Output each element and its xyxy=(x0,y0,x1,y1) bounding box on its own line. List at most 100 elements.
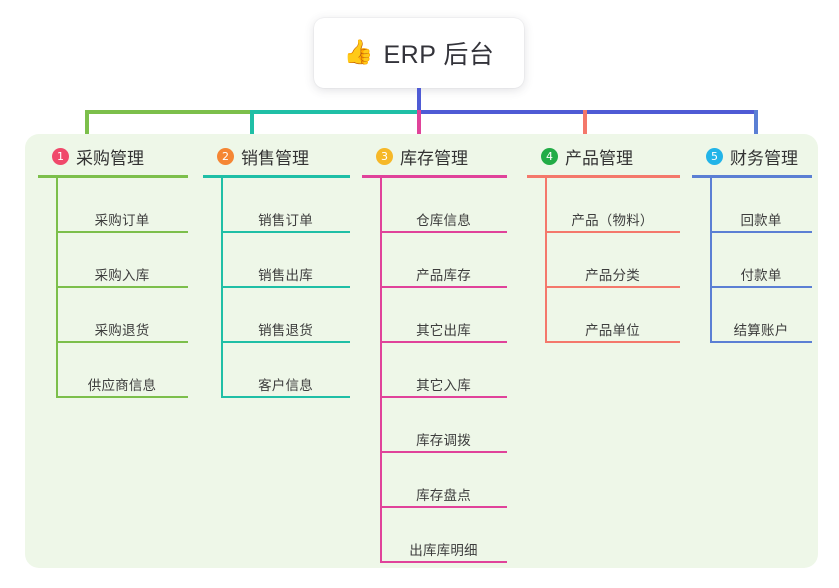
leaf-item[interactable]: 采购订单 xyxy=(56,178,188,233)
column-title-3: 库存管理 xyxy=(400,148,468,168)
leaf-item[interactable]: 采购入库 xyxy=(56,233,188,288)
leaf-item-label: 结算账户 xyxy=(733,323,789,338)
leaf-item[interactable]: 库存调拨 xyxy=(380,398,507,453)
column-rule-4 xyxy=(527,175,680,178)
leaf-item[interactable]: 销售退货 xyxy=(221,288,350,343)
leaf-item-rule xyxy=(545,341,680,343)
leaf-item-rule xyxy=(380,396,507,398)
column-3: 3 库存管理仓库信息产品库存其它出库其它入库库存调拨库存盘点出库库明细 xyxy=(362,142,507,563)
bus-segment-1 xyxy=(85,110,252,114)
column-rule-3 xyxy=(362,175,507,178)
column-rail-4 xyxy=(545,178,547,343)
column-rail-1 xyxy=(56,178,58,398)
thumbs-up-icon: 👍 xyxy=(343,39,374,66)
leaf-item[interactable]: 回款单 xyxy=(710,178,812,233)
leaf-item-label: 回款单 xyxy=(740,213,782,228)
leaf-item-rule xyxy=(56,231,188,233)
column-title-5: 财务管理 xyxy=(730,148,798,168)
column-header-2[interactable]: 2 销售管理 xyxy=(203,142,350,170)
leaf-item[interactable]: 销售订单 xyxy=(221,178,350,233)
leaf-item[interactable]: 销售出库 xyxy=(221,233,350,288)
column-badge-4: 4 xyxy=(541,147,558,165)
leaf-item-rule xyxy=(545,231,680,233)
leaf-item-label: 产品（物料） xyxy=(571,213,654,228)
leaf-item-label: 采购退货 xyxy=(94,323,150,338)
column-rule-2 xyxy=(203,175,350,178)
leaf-item-rule xyxy=(221,231,350,233)
column-stub-5 xyxy=(754,110,758,146)
diagram-panel xyxy=(25,134,818,568)
leaf-item[interactable]: 付款单 xyxy=(710,233,812,288)
leaf-item[interactable]: 库存盘点 xyxy=(380,453,507,508)
leaf-item-label: 出库库明细 xyxy=(409,543,478,558)
column-badge-1: 1 xyxy=(52,147,69,165)
column-title-2: 销售管理 xyxy=(241,148,309,168)
leaf-item-label: 采购入库 xyxy=(94,268,150,283)
leaf-item-label: 供应商信息 xyxy=(87,378,157,393)
column-stub-4 xyxy=(583,110,587,146)
column-rail-2 xyxy=(221,178,223,398)
leaf-item-rule xyxy=(221,286,350,288)
column-header-4[interactable]: 4 产品管理 xyxy=(527,142,680,170)
leaf-item-rule xyxy=(221,396,350,398)
leaf-item-label: 付款单 xyxy=(740,268,782,283)
leaf-item-label: 其它出库 xyxy=(416,323,471,338)
leaf-item-rule xyxy=(56,341,188,343)
leaf-item-rule xyxy=(221,341,350,343)
leaf-item[interactable]: 供应商信息 xyxy=(56,343,188,398)
leaf-item-rule xyxy=(380,451,507,453)
column-badge-3: 3 xyxy=(376,147,393,165)
column-rule-1 xyxy=(38,175,188,178)
column-badge-2: 2 xyxy=(217,147,234,165)
column-body-2: 销售订单销售出库销售退货客户信息 xyxy=(203,178,350,398)
column-rule-5 xyxy=(692,175,812,178)
leaf-item[interactable]: 产品（物料） xyxy=(545,178,680,233)
leaf-item-label: 产品单位 xyxy=(585,323,640,338)
root-node-title: ERP 后台 xyxy=(383,41,495,69)
column-header-1[interactable]: 1 采购管理 xyxy=(38,142,188,170)
column-stub-3 xyxy=(417,110,421,146)
column-title-4: 产品管理 xyxy=(565,148,633,168)
leaf-item-label: 库存调拨 xyxy=(416,433,471,448)
column-header-3[interactable]: 3 库存管理 xyxy=(362,142,507,170)
leaf-item-label: 仓库信息 xyxy=(416,213,471,228)
leaf-item[interactable]: 出库库明细 xyxy=(380,508,507,563)
column-body-1: 采购订单采购入库采购退货供应商信息 xyxy=(38,178,188,398)
leaf-item-rule xyxy=(380,506,507,508)
leaf-item[interactable]: 产品库存 xyxy=(380,233,507,288)
leaf-item[interactable]: 采购退货 xyxy=(56,288,188,343)
leaf-item-label: 产品分类 xyxy=(585,268,640,283)
root-trunk-connector xyxy=(417,88,421,112)
leaf-item[interactable]: 结算账户 xyxy=(710,288,812,343)
leaf-item-label: 销售订单 xyxy=(258,213,313,228)
leaf-item[interactable]: 其它出库 xyxy=(380,288,507,343)
leaf-item-rule xyxy=(56,286,188,288)
bus-segment-2 xyxy=(250,110,419,114)
leaf-item-label: 客户信息 xyxy=(258,378,313,393)
leaf-item-rule xyxy=(380,286,507,288)
leaf-item[interactable]: 客户信息 xyxy=(221,343,350,398)
leaf-item-label: 销售退货 xyxy=(258,323,313,338)
column-title-1: 采购管理 xyxy=(76,148,144,168)
leaf-item-label: 采购订单 xyxy=(94,213,150,228)
leaf-item[interactable]: 产品分类 xyxy=(545,233,680,288)
leaf-item-label: 库存盘点 xyxy=(416,488,471,503)
column-rail-3 xyxy=(380,178,382,563)
leaf-item[interactable]: 仓库信息 xyxy=(380,178,507,233)
leaf-item-rule xyxy=(380,231,507,233)
leaf-item-rule xyxy=(710,341,812,343)
column-4: 4 产品管理产品（物料） 产品分类产品单位 xyxy=(527,142,680,343)
root-node-card[interactable]: 👍 ERP 后台 xyxy=(314,18,524,88)
column-rail-5 xyxy=(710,178,712,343)
leaf-item[interactable]: 其它入库 xyxy=(380,343,507,398)
column-body-3: 仓库信息产品库存其它出库其它入库库存调拨库存盘点出库库明细 xyxy=(362,178,507,563)
leaf-item-rule xyxy=(56,396,188,398)
column-stub-2 xyxy=(250,110,254,146)
leaf-item[interactable]: 产品单位 xyxy=(545,288,680,343)
leaf-item-label: 销售出库 xyxy=(258,268,313,283)
column-body-5: 回款单付款单结算账户 xyxy=(692,178,812,343)
leaf-item-rule xyxy=(545,286,680,288)
leaf-item-rule xyxy=(710,286,812,288)
